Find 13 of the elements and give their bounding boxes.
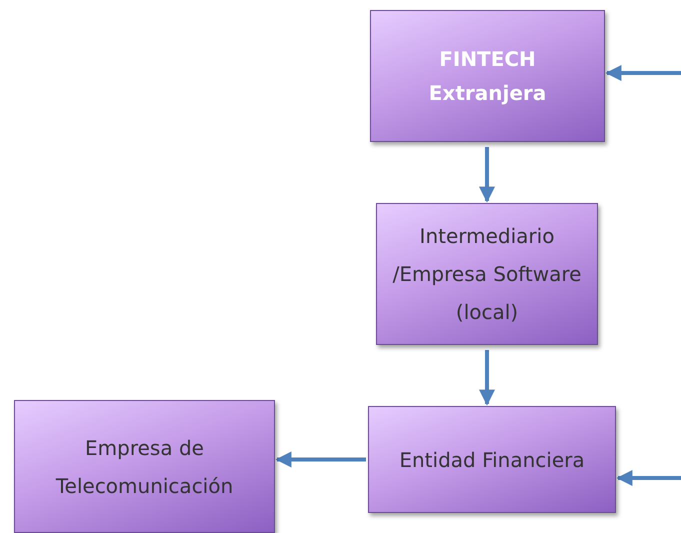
process-box [370, 10, 605, 142]
process-box [368, 406, 616, 513]
arrow [479, 147, 495, 203]
node-label: Entidad Financiera [399, 446, 585, 474]
arrow [605, 65, 681, 81]
arrow [616, 470, 681, 486]
process-box [14, 400, 275, 533]
process-box [376, 203, 598, 345]
node-label: Empresa de Telecomunicación [54, 434, 234, 500]
arrow [275, 452, 366, 468]
arrow [479, 350, 495, 406]
node-label: FINTECH Extranjera [428, 46, 548, 107]
node-label: Intermediario /Empresa Software (local) [392, 223, 582, 326]
